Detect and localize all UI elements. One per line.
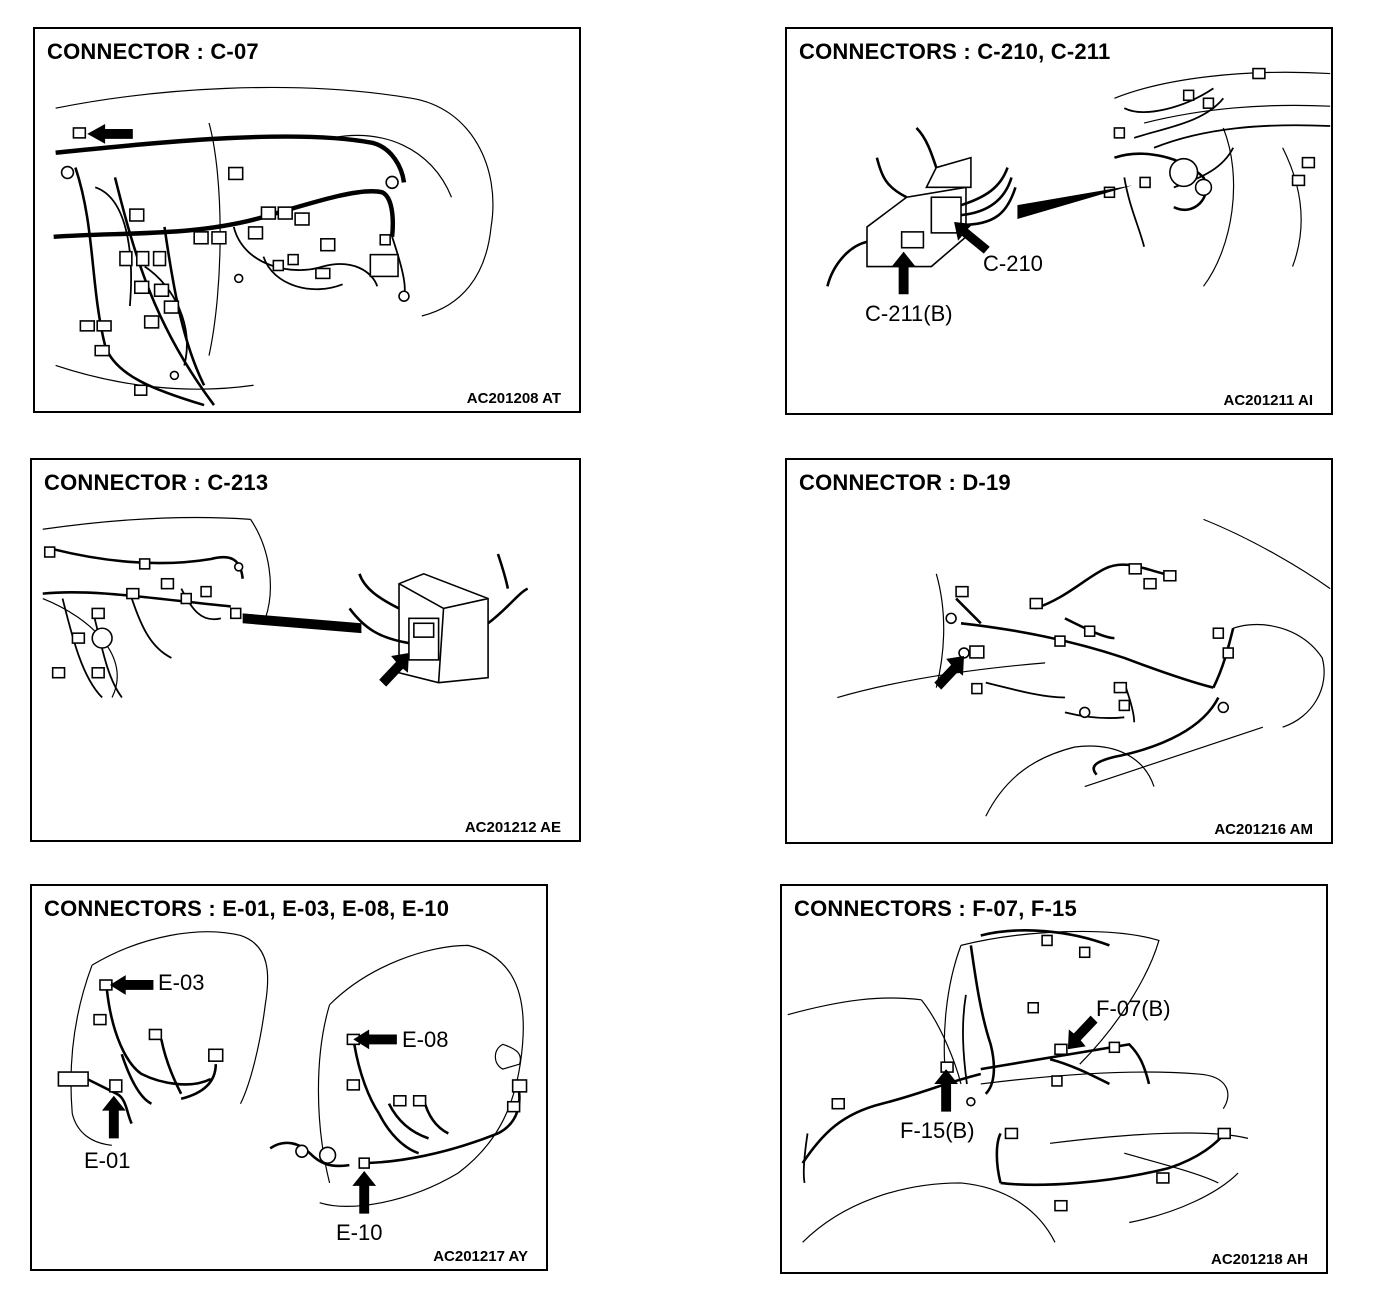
door-connector-shapes [57,979,528,1169]
trunk-harness-illustration [787,929,1249,1243]
callout-e10: E-10 [336,1220,383,1245]
callout-e08: E-08 [402,1027,449,1052]
callout-f07: F-07(B) [1096,996,1171,1021]
connector-block-closeup [826,127,1017,287]
pointer-arrow-f15 [934,1069,958,1112]
figure-code: AC201211 AI [1223,392,1313,409]
panel-title: CONNECTORS : C-210, C-211 [799,39,1111,64]
door-harness-illustration [57,931,528,1214]
figure-code: AC201217 AY [433,1248,528,1265]
figure-code: AC201212 AE [464,819,561,836]
panel-title: CONNECTOR : C-07 [47,39,259,64]
console-connector-shapes [1103,67,1316,199]
trunk-connector-shapes [831,934,1231,1212]
panel-title: CONNECTORS : F-07, F-15 [794,896,1077,921]
diagram-panel-e01-e03-e08-e10: CONNECTORS : E-01, E-03, E-08, E-10 E-03… [30,884,548,1271]
panel-title: CONNECTORS : E-01, E-03, E-08, E-10 [44,896,450,921]
leader-wedge [1017,185,1133,220]
connector-shapes [60,127,410,396]
callout-c210: C-210 [983,251,1043,276]
figure-code: AC201218 AH [1211,1251,1308,1268]
callout-e03: E-03 [158,970,205,995]
floor-connector-shapes [945,563,1234,719]
pointer-arrow-c213 [379,652,409,687]
dashboard-harness-illustration [53,86,494,407]
pointer-arrow-f07 [1067,1015,1098,1050]
diagram-panel-d19: CONNECTOR : D-19 AC201216 AM [785,458,1333,844]
diagram-panel-c213: CONNECTOR : C-213 AC201212 AE [30,458,581,842]
panel-title: CONNECTOR : D-19 [799,470,1011,495]
panel-title: CONNECTOR : C-213 [44,470,269,495]
pointer-arrow-e08 [353,1029,397,1050]
rear-floor-harness-illustration [837,518,1331,817]
diagram-panel-f07-f15: CONNECTORS : F-07, F-15 F-07(B) F-15(B) … [780,884,1328,1274]
relay-block-closeup [348,553,529,684]
leader-wedge [242,613,362,634]
pointer-arrow-e03 [109,975,154,995]
callout-e01: E-01 [84,1148,131,1173]
diagram-panel-c07: CONNECTOR : C-07 AC201208 AT [33,27,581,413]
callout-c211: C-211(B) [865,301,953,326]
console-harness-illustration [826,67,1331,295]
pointer-arrow-e01 [101,1095,126,1139]
pointer-arrow-c210 [954,221,990,254]
dash-connector-shapes [43,546,244,679]
dash-center-harness-illustration [42,516,529,699]
figure-code: AC201208 AT [466,390,561,407]
pointer-arrow-c211 [891,251,916,295]
pointer-arrow-e10 [352,1171,377,1214]
figure-code: AC201216 AM [1214,821,1313,838]
pointer-arrow-c07 [87,124,133,144]
callout-f15: F-15(B) [900,1118,975,1143]
diagram-panel-c210-c211: CONNECTORS : C-210, C-211 C-210 C-211(B)… [785,27,1333,415]
pointer-arrow-d19 [934,655,964,690]
